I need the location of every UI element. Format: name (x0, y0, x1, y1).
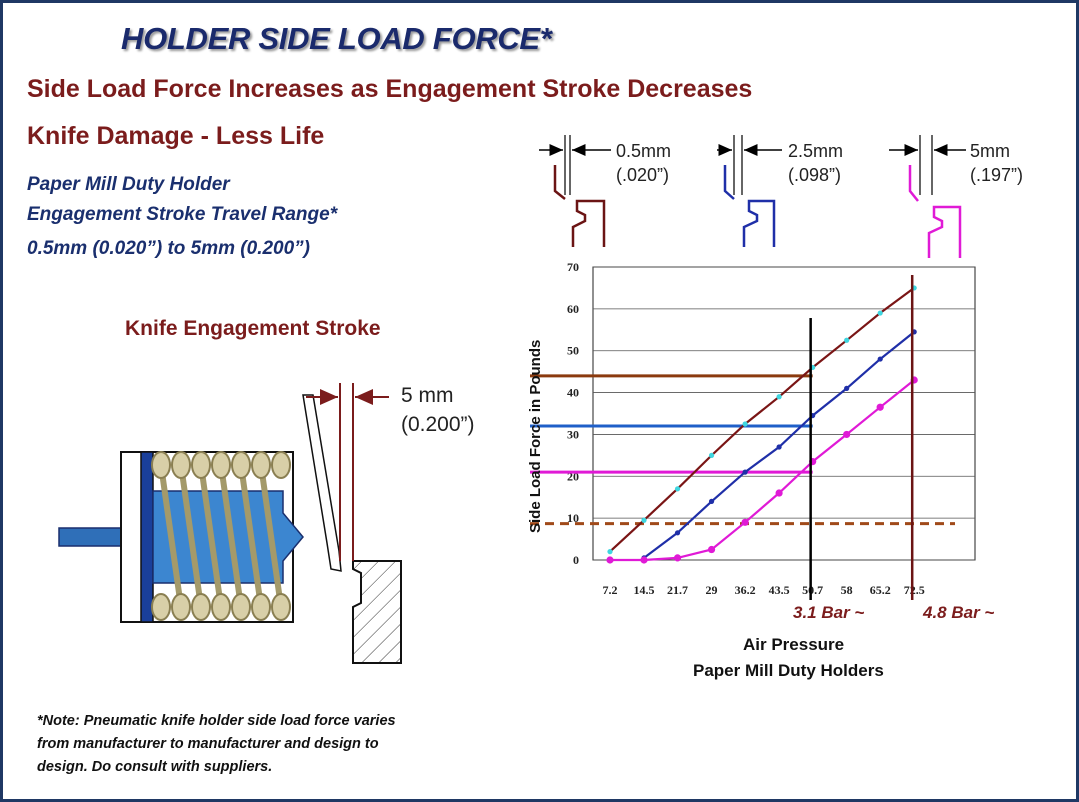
x-tick-72.5: 72.5 (904, 583, 925, 597)
subtitle: Side Load Force Increases as Engagement … (27, 75, 753, 103)
x-tick-21.7: 21.7 (667, 583, 688, 597)
x-axis-label-1: Air Pressure (743, 635, 845, 654)
x-tick-29: 29 (706, 583, 718, 597)
series-1-point-3 (674, 486, 681, 492)
series-3-point-1 (606, 556, 614, 564)
series-3-point-3 (673, 554, 682, 562)
page-title: HOLDER SIDE LOAD FORCE* (121, 21, 552, 56)
series-1-point-8 (844, 337, 850, 343)
y-tick-70: 70 (567, 260, 579, 274)
chart-series (606, 285, 918, 564)
series-3-point-9 (876, 403, 884, 411)
x-tick-labels: 7.2 14.5 21.7 29 36.2 43.5 50.7 58 65.2 72.5 (603, 583, 925, 597)
note-line-3: design. Do consult with suppliers. (37, 759, 273, 775)
gauge-2-mm: 2.5mm (788, 141, 844, 161)
series-2-point-3 (708, 498, 715, 504)
series-1-point-9 (877, 310, 883, 316)
series-2-point-7 (844, 385, 850, 391)
stroke-dimension (306, 383, 389, 561)
series-line-1 (609, 287, 915, 553)
chart-grid (592, 266, 976, 561)
series-1-point-5 (742, 421, 748, 427)
bar-label-2: 4.8 Bar ~ (923, 603, 995, 622)
series-1-point-2 (641, 517, 647, 523)
y-tick-10: 10 (567, 511, 579, 525)
gauge-2-inch: (.098”) (788, 165, 842, 185)
x-tick-65.2: 65.2 (870, 583, 891, 597)
y-axis-label: Side Load Force in Pounds (527, 339, 544, 533)
y-tick-60: 60 (567, 302, 579, 316)
series-2-point-2 (674, 530, 681, 536)
series-1-point-4 (708, 452, 715, 458)
note-line-1: *Note: Pneumatic knife holder side load … (37, 713, 396, 729)
y-tick-50: 50 (567, 344, 579, 358)
gauge-1-inch: (.020”) (616, 165, 670, 185)
gauge-1-mm: 0.5mm (616, 141, 672, 161)
series-line-3 (610, 379, 915, 562)
x-axis-label-2: Paper Mill Duty Holders (693, 661, 884, 680)
x-tick-14.5: 14.5 (634, 583, 655, 597)
bar-label-1: 3.1 Bar ~ (793, 603, 865, 622)
series-1-point-1 (607, 549, 613, 555)
gauge-3-mm: 5mm (970, 141, 1010, 161)
series-3-point-4 (707, 545, 716, 554)
knife-blade (302, 394, 342, 572)
series-3-point-5 (741, 518, 749, 526)
gauge-diagram-3 (889, 135, 966, 258)
pressure-lines (809, 275, 914, 600)
holder-line-3: 0.5mm (0.020”) to 5mm (0.200”) (27, 238, 311, 259)
series-2-point-5 (776, 444, 782, 450)
holder-line-1: Paper Mill Duty Holder (27, 174, 230, 195)
stroke-dim-inch: (0.200”) (401, 413, 475, 436)
gauge-diagram-2 (717, 135, 782, 247)
series-1-point-6 (776, 394, 782, 400)
holder-line-2: Engagement Stroke Travel Range* (27, 204, 338, 225)
spring-coils (151, 451, 291, 621)
series-3-point-8 (843, 430, 851, 439)
plot-frame (592, 266, 976, 561)
series-2-point-8 (877, 356, 883, 362)
series-2-point-4 (742, 469, 748, 475)
anvil-block (352, 560, 402, 664)
stroke-dim-mm: 5 mm (401, 384, 454, 407)
series-3-point-2 (640, 556, 648, 564)
gauge-3-inch: (.197”) (970, 165, 1024, 185)
knife-damage-heading: Knife Damage - Less Life (27, 122, 325, 150)
y-tick-0: 0 (573, 553, 579, 567)
series-3-point-6 (775, 489, 783, 497)
note-line-2: from manufacturer to manufacturer and de… (37, 736, 379, 752)
x-tick-58: 58 (841, 583, 853, 597)
gauge-diagram-1 (539, 135, 611, 247)
knife-holder-illustration (58, 383, 402, 664)
x-tick-50.7: 50.7 (802, 583, 823, 597)
x-tick-43.5: 43.5 (769, 583, 790, 597)
y-tick-30: 30 (567, 427, 579, 441)
y-tick-40: 40 (567, 386, 579, 400)
x-tick-36.2: 36.2 (735, 583, 756, 597)
x-tick-7.2: 7.2 (603, 583, 618, 597)
stroke-heading: Knife Engagement Stroke (125, 317, 381, 340)
